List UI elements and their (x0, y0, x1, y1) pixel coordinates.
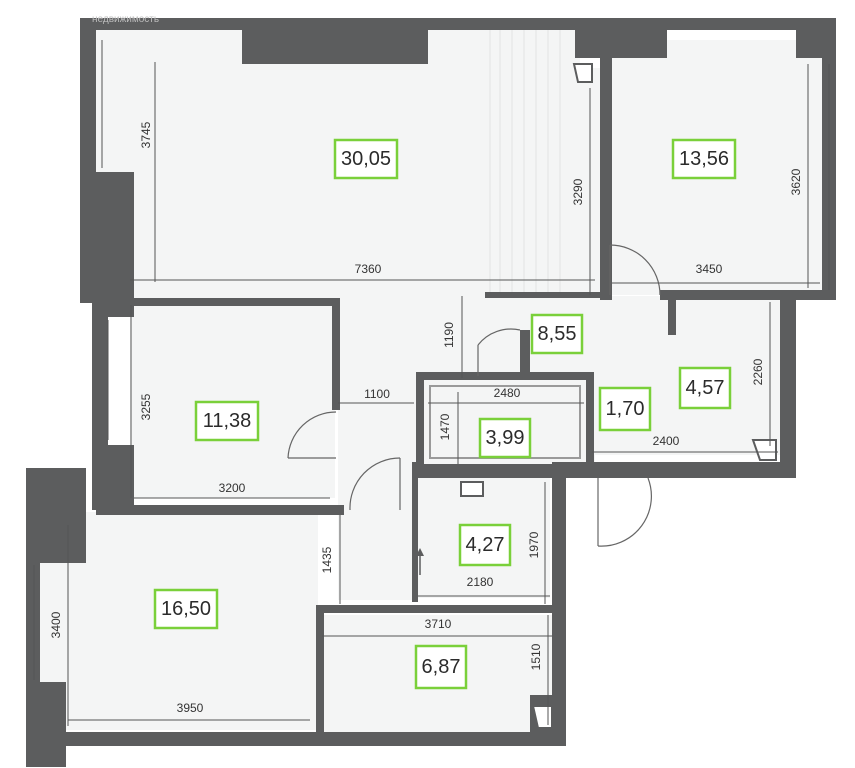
wall-bedroom-sw-right (316, 605, 324, 735)
door-dressing (597, 477, 652, 547)
area-hall: 8,55 (530, 313, 584, 355)
area-wc: 1,70 (598, 386, 652, 432)
wall-left-bottom-corner (26, 682, 66, 767)
wall-top-block (242, 18, 428, 64)
wall-left-column (92, 172, 134, 317)
area-labels: 30,05 13,56 11,38 16,50 8,55 3,99 1,70 (153, 138, 737, 690)
svg-text:6,87: 6,87 (422, 656, 461, 678)
wall-utility-top (412, 470, 562, 478)
wall-left-column-2 (92, 445, 134, 510)
dim-corridor-depth: 1435 (320, 546, 334, 573)
wall-ne-bottom (660, 290, 830, 300)
dim-living-height: 3745 (139, 121, 153, 148)
dim-dressing-height: 2260 (751, 358, 765, 385)
wall-top-block-2 (575, 18, 667, 58)
area-living: 30,05 (333, 138, 399, 180)
wall-bedroom-w-right (332, 298, 340, 410)
wall-left-bottom-block (26, 468, 86, 563)
area-storage: 6,87 (414, 644, 468, 690)
dim-living-width: 7360 (355, 262, 382, 276)
wall-left-mid (92, 302, 108, 457)
wall-bedroom-w-bottom (96, 505, 344, 515)
ne-column-fixture (572, 63, 593, 83)
dim-hall-depth: 1190 (442, 322, 456, 348)
wall-right-mid (780, 292, 796, 478)
wall-bottom (26, 732, 566, 746)
dimension-lines (67, 62, 820, 726)
svg-text:16,50: 16,50 (161, 598, 211, 620)
door-bedroom-w (287, 411, 337, 459)
doors (287, 244, 661, 547)
windows (33, 40, 830, 680)
watermark: недвижимость (92, 14, 159, 25)
bathroom-wall (416, 372, 594, 472)
svg-text:13,56: 13,56 (679, 148, 729, 170)
area-bedroom-w: 11,38 (194, 400, 260, 442)
dimension-labels: 3745 7360 3290 3620 3450 1190 3255 1100 … (49, 121, 803, 715)
wall-living-ne (600, 30, 612, 300)
arrow-head (416, 548, 424, 556)
wall-living-bottom (96, 298, 338, 306)
dim-bath-height: 1470 (438, 413, 452, 440)
area-bedroom-ne: 13,56 (671, 138, 737, 180)
door-bath (477, 328, 521, 346)
dim-bedroom-w-width: 3200 (219, 481, 246, 495)
area-bathroom: 3,99 (478, 417, 532, 459)
wall-dressing-left (668, 295, 676, 335)
wall-hall-pillar (520, 330, 530, 380)
dressing-column-fixture (751, 439, 777, 461)
svg-text:4,27: 4,27 (466, 534, 505, 556)
kitchen-grid (489, 30, 561, 296)
svg-text:1,70: 1,70 (606, 398, 645, 420)
dim-door-gap: 1100 (364, 387, 390, 401)
area-dressing: 4,57 (678, 366, 732, 410)
svg-text:30,05: 30,05 (341, 148, 391, 170)
fixtures (416, 63, 777, 729)
wall-storage-top (316, 605, 560, 613)
wall-utility-left (412, 462, 418, 602)
dim-bath-width: 2480 (494, 386, 521, 400)
wall-right-lower (552, 462, 566, 746)
dim-bedroom-w-height: 3255 (139, 393, 153, 420)
dim-living-kitchen-depth: 3290 (571, 178, 585, 205)
svg-text:11,38: 11,38 (203, 410, 252, 432)
dim-bedroom-ne-width: 3450 (696, 262, 723, 276)
dim-storage-height: 1510 (529, 643, 543, 670)
dim-bedroom-sw-height: 3400 (49, 611, 63, 638)
dim-dressing-width: 2400 (653, 434, 680, 448)
door-bedroom-w-2 (349, 457, 401, 511)
svg-text:4,57: 4,57 (686, 377, 725, 399)
dim-utility-width: 2180 (467, 575, 494, 589)
svg-text:3,99: 3,99 (486, 427, 525, 449)
dim-utility-height: 1970 (527, 531, 541, 558)
utility-shaft (460, 481, 484, 497)
dim-bedroom-sw-width: 3950 (177, 701, 204, 715)
wall-right-bottom-ledge (560, 462, 796, 478)
door-ne (609, 244, 661, 296)
dim-storage-width: 3710 (425, 617, 452, 631)
svg-text:8,55: 8,55 (538, 323, 577, 345)
wall-hall-top (485, 292, 600, 298)
dim-bedroom-ne-height: 3620 (789, 168, 803, 195)
area-utility: 4,27 (458, 523, 512, 567)
area-bedroom-sw: 16,50 (153, 588, 219, 630)
storage-column-fixture (531, 705, 553, 729)
